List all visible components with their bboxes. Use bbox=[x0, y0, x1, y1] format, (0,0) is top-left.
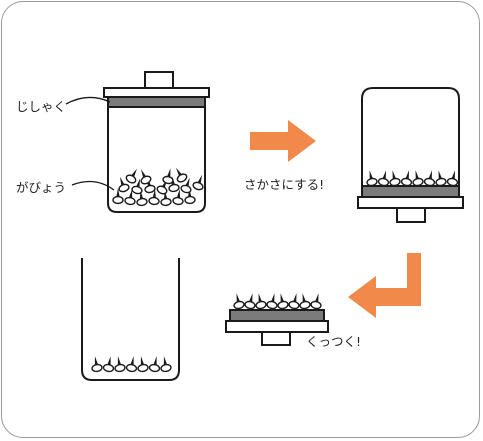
magnet-band-lid bbox=[229, 309, 325, 322]
pin-pile bbox=[112, 167, 204, 207]
jar-knob bbox=[144, 71, 174, 89]
thumbtack-icon bbox=[389, 170, 401, 187]
thumbtack-icon bbox=[162, 168, 174, 185]
thumbtack-icon bbox=[180, 177, 192, 194]
thumbtack-icon bbox=[114, 356, 126, 373]
thumbtack-icon bbox=[148, 189, 160, 206]
thumbtack-icon bbox=[435, 170, 447, 187]
thumbtack-icon bbox=[446, 170, 459, 187]
pin-row-lid bbox=[233, 293, 322, 310]
thumbtack-icon bbox=[156, 179, 168, 195]
thumbtack-icon bbox=[233, 293, 245, 310]
magnet-band-inverted bbox=[361, 185, 460, 198]
thumbtack-icon bbox=[144, 177, 156, 194]
thumbtack-icon bbox=[91, 356, 103, 373]
arrow-down-left-icon bbox=[348, 253, 421, 318]
pins-leader-line bbox=[71, 180, 115, 191]
thumbtack-icon bbox=[423, 170, 436, 187]
thumbtack-icon bbox=[140, 169, 152, 185]
jar-upright bbox=[103, 71, 210, 213]
stick-label: くっつく! bbox=[306, 334, 361, 349]
thumbtack-icon bbox=[277, 293, 289, 310]
pin-row-stuck bbox=[366, 170, 459, 187]
thumbtack-icon bbox=[400, 170, 413, 187]
thumbtack-icon bbox=[266, 293, 278, 310]
pins-label: がびょう bbox=[16, 180, 66, 195]
thumbtack-icon bbox=[131, 178, 143, 195]
thumbtack-icon bbox=[160, 356, 172, 373]
thumbtack-icon bbox=[160, 190, 172, 207]
lid-with-magnet bbox=[225, 309, 329, 346]
arrow-right-icon bbox=[250, 120, 316, 162]
thumbtack-icon bbox=[137, 356, 149, 373]
thumbtack-icon bbox=[255, 293, 267, 310]
thumbtack-icon bbox=[172, 189, 184, 206]
thumbtack-icon bbox=[125, 168, 137, 184]
jar-lid bbox=[103, 87, 210, 98]
thumbtack-icon bbox=[124, 189, 136, 206]
thumbtack-icon bbox=[102, 356, 115, 373]
thumbtack-icon bbox=[118, 176, 130, 193]
magnet-label: じしゃく bbox=[16, 99, 66, 114]
jar-body-inverted bbox=[361, 87, 460, 208]
jar-removed bbox=[81, 258, 180, 381]
thumbtack-icon bbox=[192, 174, 204, 191]
magnet-leader-line bbox=[65, 96, 111, 105]
thumbtack-icon bbox=[148, 356, 161, 373]
thumbtack-icon bbox=[299, 293, 311, 310]
thumbtack-icon bbox=[176, 167, 188, 183]
thumbtack-icon bbox=[112, 188, 124, 205]
lid-knob bbox=[261, 331, 291, 346]
lid-plate bbox=[225, 320, 329, 333]
flip-label: さかさにする! bbox=[244, 177, 324, 192]
thumbtack-icon bbox=[244, 293, 256, 310]
thumbtack-icon bbox=[125, 356, 138, 373]
glass-body bbox=[81, 258, 180, 381]
thumbtack-icon bbox=[310, 293, 322, 310]
jar-inverted bbox=[357, 87, 464, 223]
pin-row-remaining bbox=[91, 356, 172, 373]
thumbtack-icon bbox=[288, 293, 300, 310]
thumbtack-icon bbox=[412, 170, 424, 187]
thumbtack-icon bbox=[377, 170, 390, 187]
jar-lid-inverted bbox=[357, 196, 464, 209]
magnet-band bbox=[107, 96, 206, 108]
jar-knob-inverted bbox=[396, 207, 426, 223]
thumbtack-icon bbox=[366, 170, 378, 187]
jar-body bbox=[107, 107, 206, 213]
